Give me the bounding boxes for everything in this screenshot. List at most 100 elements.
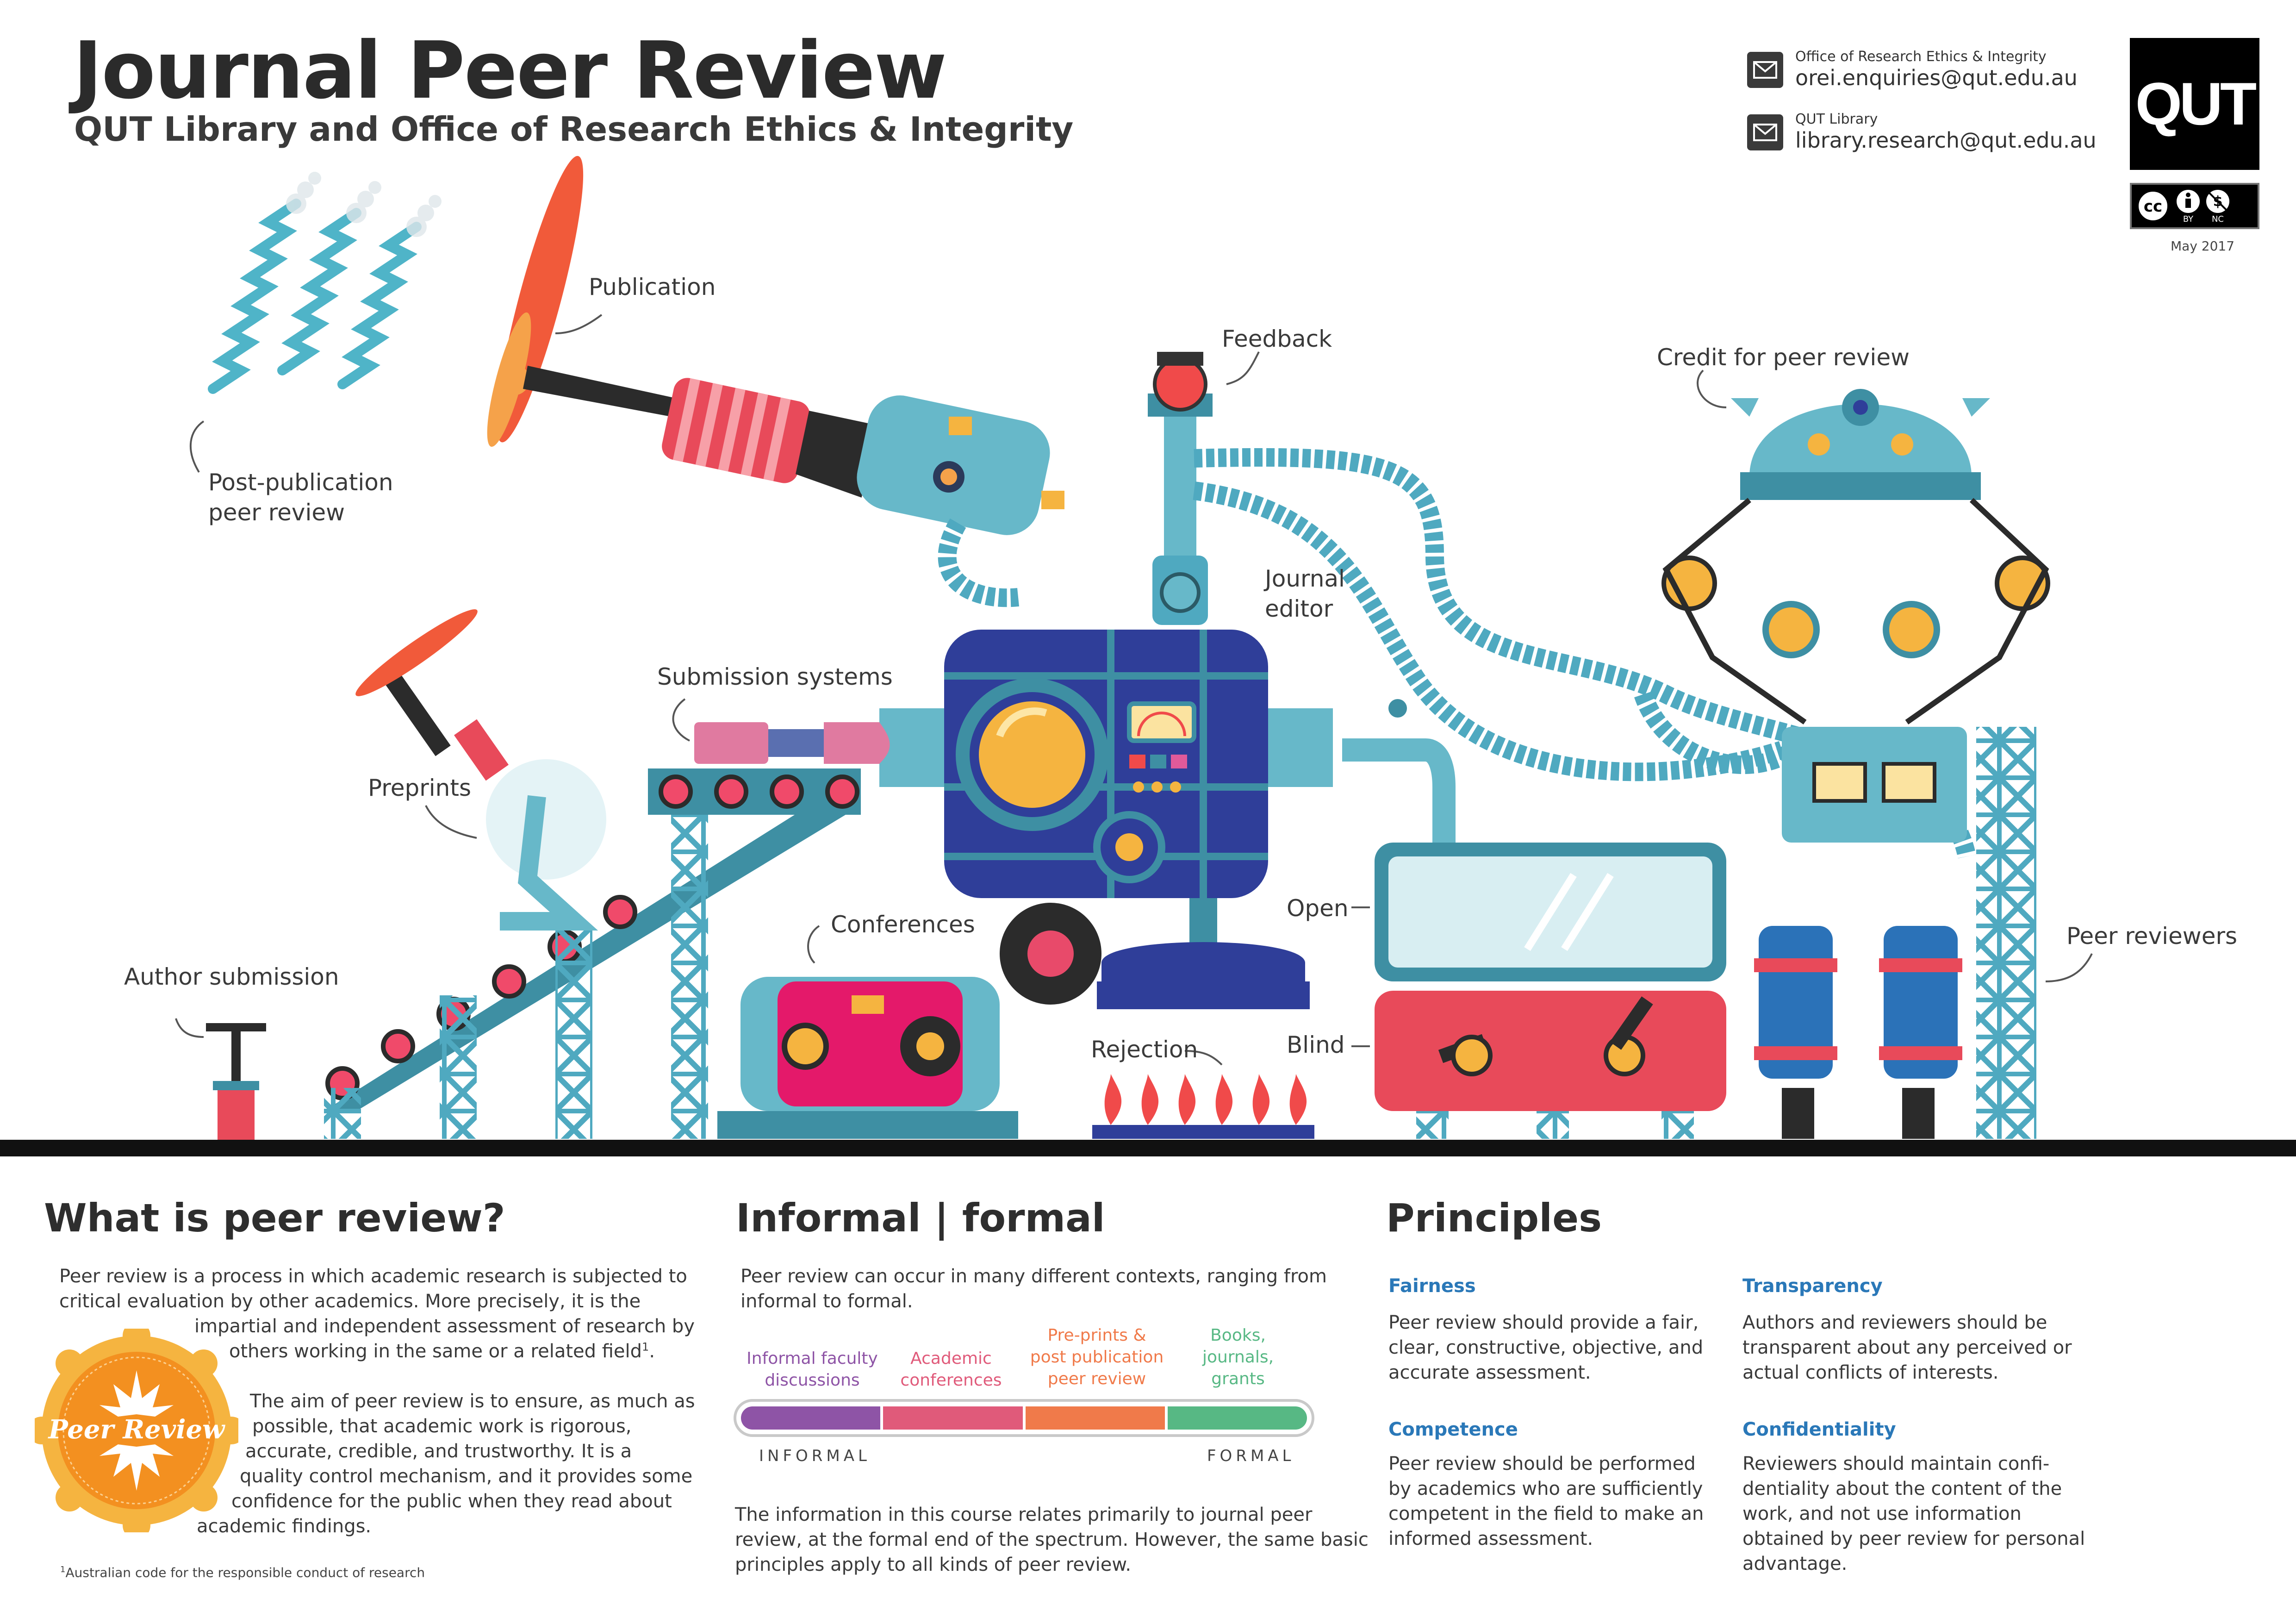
contact-email-link[interactable]: library.research@qut.edu.au <box>1795 128 2097 153</box>
principle-line: competent in the field to make an <box>1388 1503 1704 1524</box>
ground-line <box>0 1140 2296 1156</box>
what-is-line: accurate, credible, and trustworthy. It … <box>245 1441 632 1462</box>
principle-line: actual conflicts of interests. <box>1742 1362 1999 1383</box>
what-is-line: others working in the same or a related … <box>229 1339 655 1364</box>
label-publication: Publication <box>589 274 716 300</box>
label-journal-editor: Journal editor <box>1265 565 1345 622</box>
principle-line: Reviewers should maintain confi- <box>1742 1453 2050 1474</box>
what-is-line: impartial and independent assessment of … <box>194 1316 695 1337</box>
label-conferences: Conferences <box>831 911 975 938</box>
nc-label: NC <box>2211 214 2224 224</box>
informal-outro-line: The information in this course relates p… <box>735 1504 1313 1525</box>
contact-org: QUT Library <box>1795 111 1878 127</box>
rejection-flames <box>1092 1074 1314 1139</box>
principle-line: clear, constructive, objective, and <box>1388 1337 1704 1358</box>
what-is-line: possible, that academic work is rigorous… <box>252 1416 632 1437</box>
by-label: BY <box>2183 214 2194 224</box>
footnote-text: Australian code for the responsible cond… <box>65 1565 425 1580</box>
label-preprints: Preprints <box>368 775 472 801</box>
scale-segment-informal-faculty <box>741 1406 881 1430</box>
informal-formal-heading: Informal | formal <box>736 1195 1105 1241</box>
principle-line: Peer review should provide a fair, <box>1388 1312 1699 1333</box>
credit-for-peer-review-dome <box>1661 389 2050 725</box>
scale-right-label: FORMAL <box>1207 1447 1295 1465</box>
contact-email-link[interactable]: orei.enquiries@qut.edu.au <box>1795 65 2078 90</box>
informal-outro-line: review, at the formal end of the spectru… <box>735 1529 1369 1550</box>
footnote-mark: 1 <box>642 1340 649 1354</box>
journal-editor-machine <box>879 630 1333 1009</box>
principle-line: Peer review should be performed <box>1388 1453 1696 1474</box>
scale-segment-books-journals <box>1167 1406 1307 1430</box>
principle-line: by academics who are sufficiently <box>1388 1478 1703 1499</box>
informal-intro-line: Peer review can occur in many different … <box>740 1266 1327 1287</box>
submission-systems-device <box>694 722 890 764</box>
footnote: 1Australian code for the responsible con… <box>60 1565 425 1580</box>
principle-line: informed assessment. <box>1388 1528 1593 1549</box>
conferences-chest <box>717 903 1101 1139</box>
principle-line: Authors and reviewers should be <box>1742 1312 2047 1333</box>
label-blind: Blind <box>1287 1031 1345 1058</box>
qut-logo: QUT <box>2130 38 2259 170</box>
scale-segment-preprints <box>1025 1406 1165 1430</box>
cc-icon: cc <box>2136 189 2170 223</box>
label-post-publication-peer-review: Post-publication peer review <box>208 469 393 526</box>
what-is-line: The aim of peer review is to ensure, as … <box>250 1391 695 1412</box>
principle-competence-title: Competence <box>1388 1419 1518 1440</box>
footnote-mark: 1 <box>60 1565 66 1574</box>
seal-badge-icon <box>28 1322 245 1539</box>
what-is-peer-review-heading: What is peer review? <box>44 1195 505 1241</box>
nc-icon: $ <box>2206 189 2229 213</box>
seal-text: Peer Review <box>48 1414 225 1445</box>
label-author-submission: Author submission <box>124 963 339 990</box>
what-is-line: critical evaluation by other academics. … <box>59 1291 641 1312</box>
segment-label: Informal faculty discussions <box>747 1349 878 1390</box>
cc-license-badge: cc BY $ NC <box>2130 183 2259 229</box>
contact-orei[interactable]: Office of Research Ethics & Integrity or… <box>1747 49 2078 91</box>
by-icon <box>2177 189 2200 213</box>
sentence-period: . <box>649 1341 655 1362</box>
label-peer-reviewers: Peer reviewers <box>2066 923 2238 949</box>
page-title: Journal Peer Review <box>73 25 947 117</box>
principle-confidentiality-title: Confidentiality <box>1742 1419 1896 1440</box>
peer-review-seal: Peer Review <box>28 1322 245 1539</box>
informal-intro-line: informal to formal. <box>740 1291 913 1312</box>
publication-propeller <box>487 156 1064 535</box>
date-label: May 2017 <box>2171 238 2235 254</box>
principles-heading: Principles <box>1386 1195 1602 1241</box>
open-window <box>1342 699 1726 981</box>
svg-text:cc: cc <box>2144 197 2162 216</box>
blind-machine <box>1375 991 1726 1139</box>
principle-line: obtained by peer review for personal <box>1742 1528 2085 1549</box>
author-submission-pump <box>206 1023 266 1141</box>
what-is-line: quality control mechanism, and it provid… <box>240 1466 693 1487</box>
label-open: Open <box>1287 895 1349 922</box>
feedback-pipe <box>1148 352 1213 625</box>
scale-left-label: INFORMAL <box>759 1447 871 1465</box>
page-subtitle: QUT Library and Office of Research Ethic… <box>74 110 1074 149</box>
principle-line: work, and not use information <box>1742 1503 2022 1524</box>
label-credit-for-peer-review: Credit for peer review <box>1657 344 1910 371</box>
principle-line: dentiality about the content of the <box>1742 1478 2062 1499</box>
formality-scale-bar <box>734 1399 1314 1437</box>
label-feedback: Feedback <box>1222 325 1332 352</box>
post-publication-springs <box>208 199 422 394</box>
principle-line: accurate assessment. <box>1388 1362 1591 1383</box>
segment-label: Books, journals, grants <box>1202 1326 1274 1388</box>
what-is-line: Peer review is a process in which academ… <box>59 1266 687 1287</box>
contact-org: Office of Research Ethics & Integrity <box>1795 49 2047 65</box>
contact-library[interactable]: QUT Library library.research@qut.edu.au <box>1747 111 2097 153</box>
informal-outro-line: principles apply to all kinds of peer re… <box>735 1554 1132 1575</box>
label-rejection: Rejection <box>1091 1036 1198 1063</box>
scale-segment-academic-conferences <box>883 1406 1023 1430</box>
principle-line: transparent about any perceived or <box>1742 1337 2072 1358</box>
peer-review-machine-illustration <box>175 156 2093 1141</box>
principle-line: advantage. <box>1742 1553 1848 1574</box>
label-arrows <box>175 314 2093 1066</box>
principle-transparency-title: Transparency <box>1742 1275 1883 1297</box>
what-is-line: academic findings. <box>197 1516 372 1537</box>
segment-label: Academic conferences <box>900 1349 1002 1390</box>
principle-fairness-title: Fairness <box>1388 1275 1476 1297</box>
label-submission-systems: Submission systems <box>657 663 893 690</box>
peer-reviewers-machine <box>1754 727 2036 1139</box>
what-is-line-text: others working in the same or a related … <box>229 1341 642 1362</box>
